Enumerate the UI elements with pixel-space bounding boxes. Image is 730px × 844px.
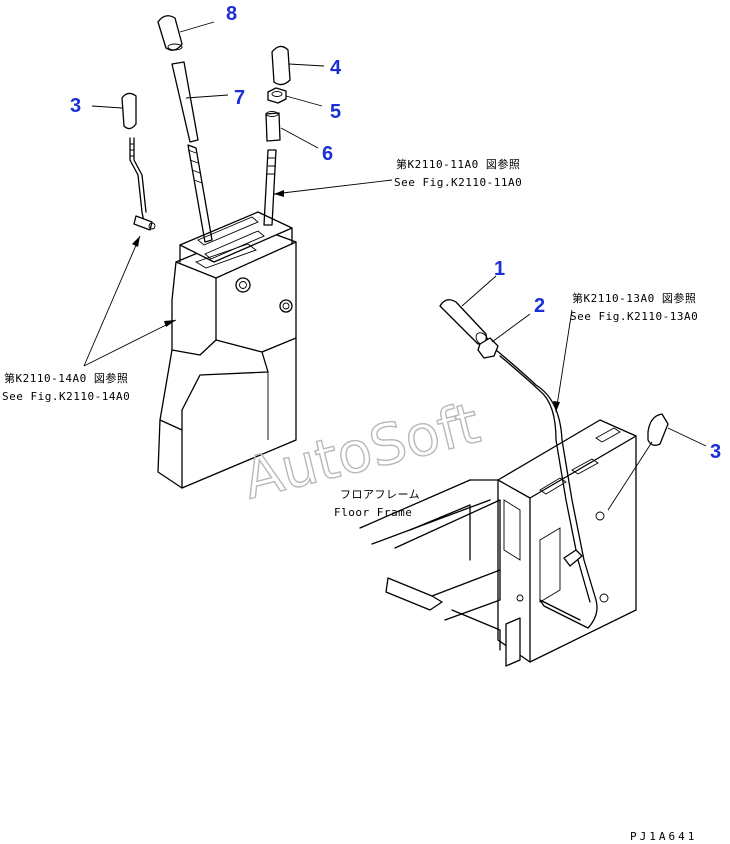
part-number-2: 2 [534, 295, 545, 317]
left-console [157, 211, 297, 489]
ref-14a0-jp: 第K2110-14A0 図参照 [4, 371, 128, 385]
part-number-1: 1 [494, 258, 505, 280]
part-number-3-right: 3 [710, 441, 721, 463]
lever-7 [171, 61, 213, 243]
knob-8 [157, 15, 183, 51]
ref-11a0-jp: 第K2110-11A0 図参照 [396, 157, 520, 171]
part-number-6: 6 [322, 143, 333, 165]
part-number-7: 7 [234, 87, 245, 109]
part-number-4: 4 [330, 57, 342, 79]
knob-1 [439, 299, 489, 346]
drawing-code: PJ1A641 [630, 830, 697, 843]
part-number-5: 5 [330, 101, 341, 123]
ref-14a0-en: See Fig.K2110-14A0 [2, 390, 130, 403]
lever-3-left [121, 92, 156, 231]
part-number-8: 8 [226, 3, 237, 25]
lever-bent-right [495, 349, 598, 629]
ref-13a0-en: See Fig.K2110-13A0 [570, 310, 698, 323]
ref-13a0-jp: 第K2110-13A0 図参照 [572, 291, 696, 305]
ref-11a0-en: See Fig.K2110-11A0 [394, 176, 522, 189]
floor-frame-assembly [359, 419, 637, 667]
leader-lines [83, 21, 707, 447]
lever-6 [263, 111, 281, 226]
knob-4 [271, 45, 291, 86]
floor-frame-en: Floor Frame [334, 506, 412, 519]
floor-frame-jp: フロアフレーム [340, 488, 420, 501]
knob-3-right [607, 413, 669, 511]
nut-5 [267, 87, 287, 104]
part-number-3-left: 3 [70, 95, 81, 117]
nut-2 [477, 337, 499, 359]
